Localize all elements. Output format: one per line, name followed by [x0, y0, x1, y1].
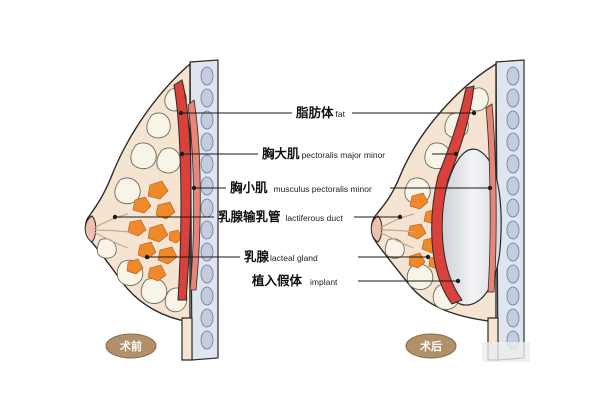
pectoralis-minor-after [485, 103, 497, 293]
breast-after [370, 59, 530, 362]
label-lacteal-gland: 乳腺lacteal gland [244, 249, 318, 264]
ducts-before [93, 213, 131, 249]
pectoralis-major-before [173, 79, 192, 301]
badge-before: 术前 [105, 333, 157, 359]
blur-patch [482, 342, 530, 362]
pectoralis-major-after [431, 85, 475, 305]
breast-before [84, 59, 219, 361]
nipple-after [370, 215, 383, 243]
leader-lines [112, 110, 493, 284]
ducts-after [379, 213, 417, 249]
badge-after: 术后 [405, 333, 457, 359]
stem-before [181, 317, 193, 361]
badge-before-text: 术前 [119, 339, 142, 353]
nipple-before [84, 215, 97, 243]
gland-lobules-after [407, 192, 444, 270]
pectoralis-minor-before [187, 99, 201, 291]
ribs-before [200, 66, 214, 350]
ribs-after [506, 66, 520, 350]
badge-after-text: 术后 [419, 339, 442, 353]
gland-lobules-before [126, 180, 183, 282]
